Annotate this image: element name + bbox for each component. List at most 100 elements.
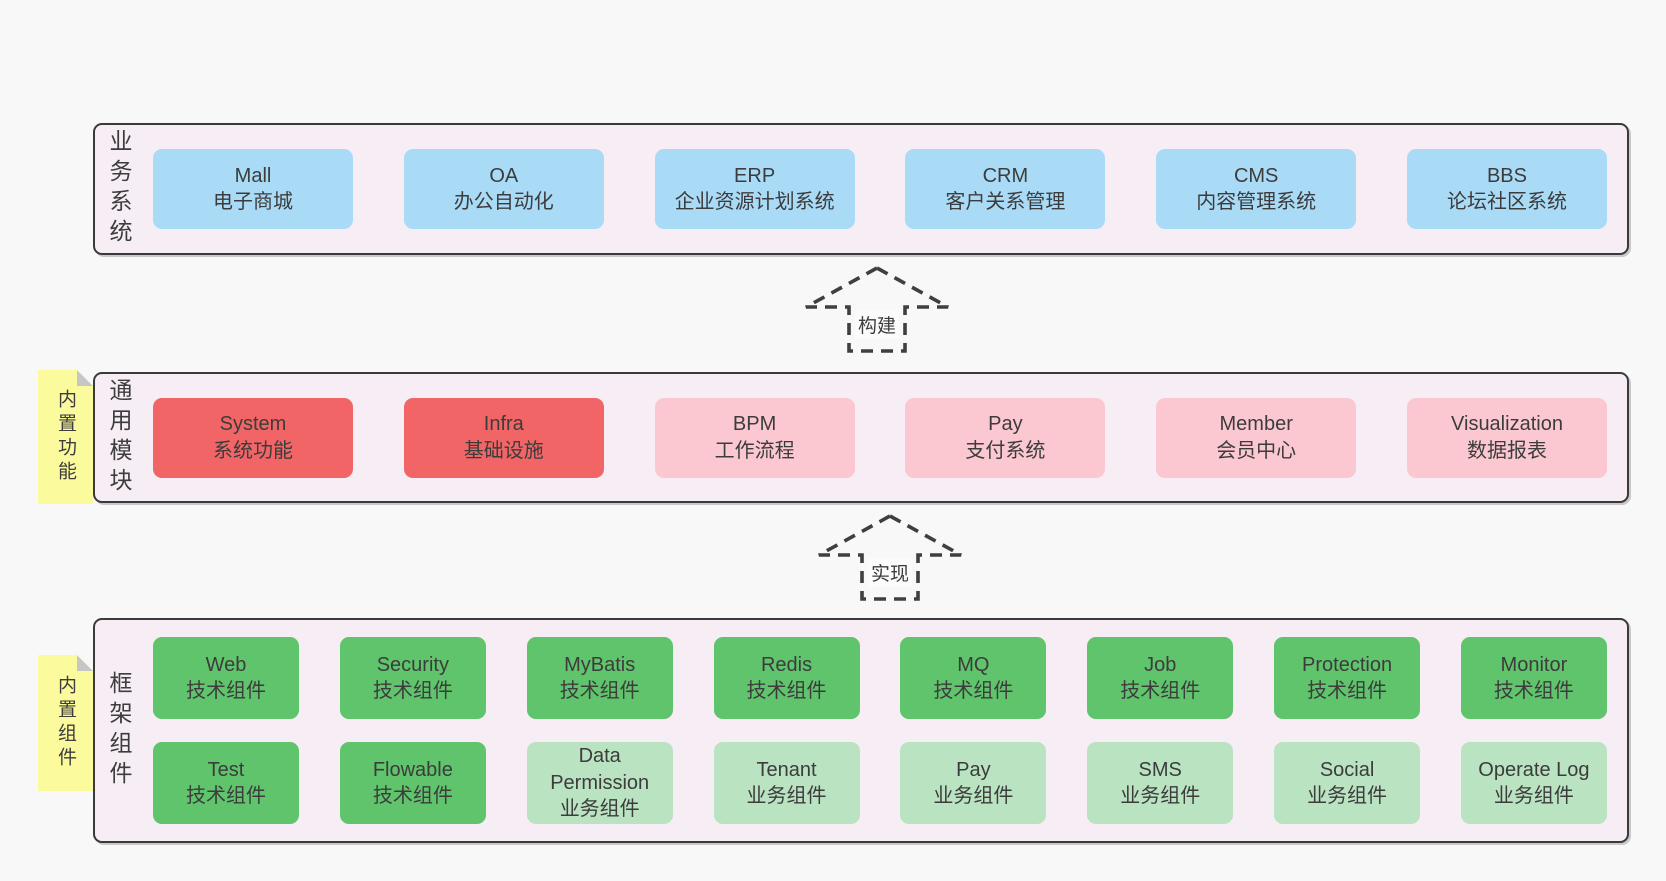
box-visualization: Visualization 数据报表 (1406, 397, 1607, 478)
box-title: Security (376, 653, 449, 676)
box-mq: MQ 技术组件 (900, 637, 1047, 719)
sticky-note-text: 内置组件 (55, 675, 76, 771)
box-erp: ERP 企业资源计划系统 (654, 149, 855, 229)
box-subtitle: 业务组件 (1307, 785, 1388, 807)
box-title: Test (207, 758, 245, 781)
box-subtitle: 基础设施 (463, 439, 544, 462)
box-title: Operate Log (1478, 758, 1590, 781)
box-title: BBS (1486, 164, 1527, 187)
box-mall: Mall 电子商城 (153, 149, 353, 229)
sticky-note-built-in-components: 内置组件 (38, 655, 93, 791)
box-subtitle: 业务组件 (1493, 785, 1574, 807)
box-subtitle: 支付系统 (965, 439, 1046, 462)
box-data-permission: Data Permission 业务组件 (526, 742, 673, 824)
box-subtitle: 办公自动化 (453, 191, 554, 213)
box-social: Social 业务组件 (1274, 742, 1421, 824)
box-subtitle: 技术组件 (1493, 680, 1574, 702)
box-title: Pay (988, 413, 1023, 436)
arrow-implement-label: 实现 (867, 558, 913, 587)
box-subtitle: 业务组件 (559, 798, 640, 821)
box-title: MyBatis (564, 653, 636, 676)
box-title: Web (205, 653, 247, 676)
box-monitor: Monitor 技术组件 (1460, 637, 1607, 719)
box-subtitle: 电子商城 (213, 191, 293, 213)
box-title: OA (489, 164, 519, 187)
box-title: Pay (956, 758, 991, 781)
box-subtitle: 企业资源计划系统 (674, 191, 835, 213)
folded-corner-icon (77, 655, 93, 671)
box-subtitle: 技术组件 (372, 785, 453, 807)
box-security: Security 技术组件 (339, 637, 486, 719)
box-subtitle: 业务组件 (746, 785, 827, 807)
section-label-business-systems: 业务系统 (106, 129, 132, 249)
box-title: Tenant (756, 758, 817, 781)
box-title: Infra (483, 413, 524, 436)
arrow-build: 构建 (802, 265, 952, 355)
box-test: Test 技术组件 (153, 742, 299, 824)
box-subtitle: 业务组件 (933, 785, 1014, 807)
box-title: Social (1319, 758, 1375, 781)
box-web: Web 技术组件 (153, 637, 299, 719)
section-label-framework-components: 框架组件 (106, 670, 132, 791)
box-title: Job (1144, 653, 1177, 676)
box-subtitle: 技术组件 (186, 680, 266, 702)
box-crm: CRM 客户关系管理 (905, 149, 1106, 229)
box-subtitle: 技术组件 (1120, 680, 1201, 702)
box-subtitle: 论坛社区系统 (1446, 191, 1567, 213)
arrow-build-label: 构建 (854, 310, 900, 339)
box-oa: OA 办公自动化 (403, 149, 604, 229)
section-label-common-modules: 通用模块 (106, 377, 132, 498)
box-redis: Redis 技术组件 (713, 637, 860, 719)
box-sms: SMS 业务组件 (1087, 742, 1234, 824)
box-title: Monitor (1500, 653, 1568, 676)
box-system: System 系统功能 (153, 397, 353, 478)
box-subtitle: 客户关系管理 (945, 191, 1066, 213)
box-subtitle: 技术组件 (933, 680, 1014, 702)
box-operate-log: Operate Log 业务组件 (1460, 742, 1607, 824)
box-subtitle: 技术组件 (186, 785, 266, 807)
box-mybatis: MyBatis 技术组件 (526, 637, 673, 719)
box-infra: Infra 基础设施 (403, 397, 604, 478)
box-member: Member 会员中心 (1156, 397, 1357, 478)
box-title: BPM (732, 413, 777, 436)
box-pay: Pay 支付系统 (905, 397, 1106, 478)
folded-corner-icon (77, 370, 93, 386)
section-business-systems: 业务系统 Mall 电子商城 OA 办公自动化 ERP 企业资源计划系统 CRM 客户关系管理… (93, 123, 1629, 255)
box-subtitle: 技术组件 (1307, 680, 1388, 702)
box-title: MQ (957, 653, 990, 676)
box-subtitle: 会员中心 (1216, 439, 1297, 462)
box-subtitle: 数据报表 (1466, 439, 1547, 462)
sticky-note-built-in-features: 内置功能 (38, 370, 93, 504)
box-title: System (219, 413, 287, 436)
box-title: SMS (1138, 758, 1182, 781)
box-title: Visualization (1451, 413, 1563, 436)
box-title: Mall (234, 164, 272, 187)
box-job: Job 技术组件 (1087, 637, 1234, 719)
sticky-note-text: 内置功能 (55, 389, 76, 485)
dashed-up-arrow-icon (818, 513, 962, 601)
box-title: Member (1219, 413, 1293, 436)
box-subtitle: 内容管理系统 (1196, 191, 1317, 213)
box-title: CRM (982, 164, 1029, 187)
box-subtitle: 系统功能 (213, 439, 293, 462)
box-title: Redis (760, 653, 813, 676)
box-subtitle: 技术组件 (559, 680, 640, 702)
box-tenant: Tenant 业务组件 (713, 742, 860, 824)
box-title: Data Permission (550, 745, 650, 794)
box-title: Protection (1302, 653, 1393, 676)
box-subtitle: 业务组件 (1120, 785, 1201, 807)
box-pay: Pay 业务组件 (900, 742, 1047, 824)
box-subtitle: 技术组件 (746, 680, 827, 702)
box-subtitle: 技术组件 (372, 680, 453, 702)
box-protection: Protection 技术组件 (1274, 637, 1421, 719)
box-title: ERP (734, 164, 776, 187)
box-bbs: BBS 论坛社区系统 (1406, 149, 1607, 229)
